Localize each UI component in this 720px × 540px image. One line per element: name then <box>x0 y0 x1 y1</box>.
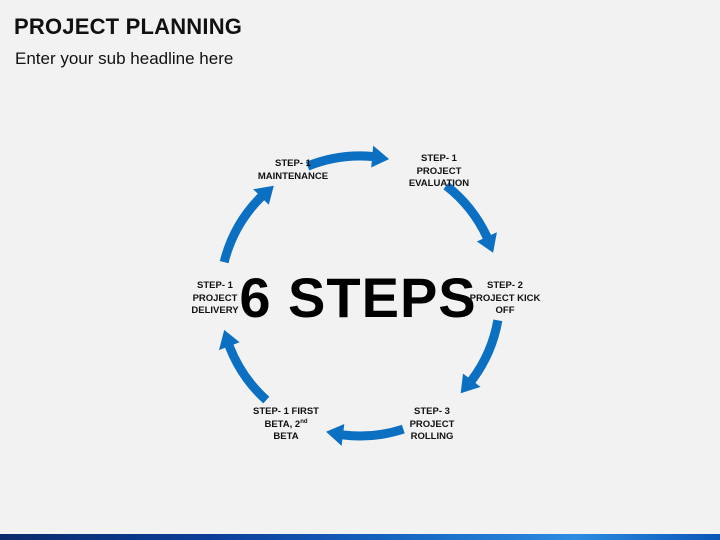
step-label-line: PROJECT <box>409 418 455 430</box>
step-label-line: STEP- 1 <box>275 158 311 169</box>
step-label-line: MAINTENANCE <box>257 170 329 182</box>
step-label-project-rolling: STEP- 3 PROJECT ROLLING <box>377 406 487 444</box>
arrow-evaluation-to-kickoff <box>443 182 497 253</box>
arrow-beta-to-delivery <box>219 329 270 404</box>
step-label-line: STEP- 2 <box>487 280 523 291</box>
arrow-rolling-to-beta <box>326 424 405 446</box>
step-label-line: BETA <box>273 431 299 442</box>
step-label-project-kick-off: STEP- 2 PROJECT KICK OFF <box>450 280 560 318</box>
step-label-line: STEP- 3 <box>414 406 450 417</box>
step-label-line: STEP- 1 <box>421 153 457 164</box>
step-label-line: EVALUATION <box>408 178 470 189</box>
arrow-delivery-to-maintenance <box>219 185 274 264</box>
step-label-line: ROLLING <box>410 431 454 442</box>
step-label-first-beta: STEP- 1 FIRST BETA, 2nd BETA <box>231 406 341 444</box>
ordinal-superscript: nd <box>300 418 308 425</box>
footer-accent-bar <box>0 534 720 540</box>
step-label-line: STEP- 1 FIRST <box>253 406 319 417</box>
step-label-line: BETA, 2nd <box>231 418 341 432</box>
step-label-text: BETA, 2 <box>264 418 301 430</box>
step-label-project-delivery: STEP- 1 PROJECT DELIVERY <box>160 280 270 318</box>
arrow-kickoff-to-rolling <box>460 319 503 394</box>
arrow-maintenance-to-evaluation <box>305 145 390 171</box>
step-label-line: PROJECT KICK <box>469 292 541 304</box>
center-text: 6 STEPS <box>239 266 477 329</box>
step-label-line: PROJECT <box>416 165 462 177</box>
slide-title: PROJECT PLANNING <box>14 14 243 39</box>
step-label-line: OFF <box>495 305 515 316</box>
step-label-line: DELIVERY <box>191 305 239 316</box>
step-label-project-evaluation: STEP- 1 PROJECT EVALUATION <box>384 153 494 191</box>
step-label-line: STEP- 1 <box>197 280 233 291</box>
step-label-line: PROJECT <box>192 292 238 304</box>
slide-subtitle: Enter your sub headline here <box>15 49 234 68</box>
step-label-maintenance: STEP- 1 MAINTENANCE <box>238 158 348 183</box>
